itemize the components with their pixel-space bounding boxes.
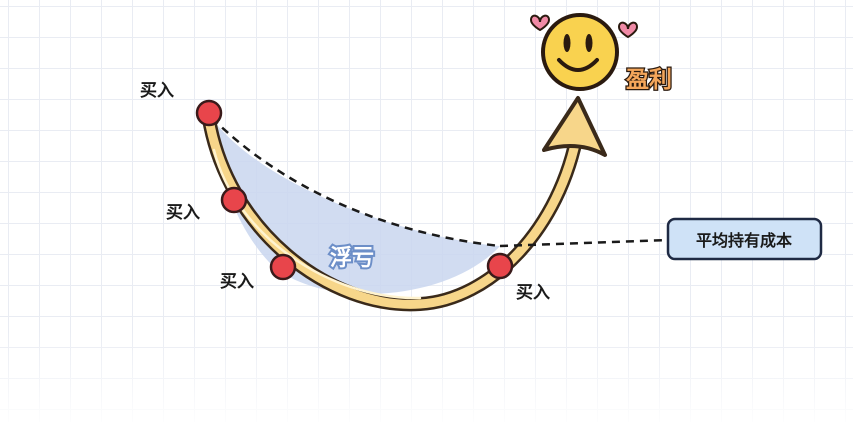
average-cost-label: 平均持有成本 — [696, 231, 792, 250]
profit-label: 盈利 — [625, 67, 672, 93]
heart-icon — [529, 14, 551, 32]
buy-point-4 — [486, 252, 514, 280]
average-cost-line — [499, 238, 669, 248]
smiley-face-icon — [541, 13, 619, 91]
average-cost-box — [666, 217, 823, 261]
buy-point-1 — [195, 99, 223, 127]
buy-label-2: 买入 — [166, 203, 200, 223]
buy-label-1: 买入 — [140, 81, 174, 101]
buy-label-3: 买入 — [220, 272, 254, 292]
buy-point-2 — [220, 186, 248, 214]
buy-label-4: 买入 — [516, 283, 550, 303]
heart-icon — [617, 21, 639, 39]
arrow-head-icon — [542, 96, 607, 157]
buy-point-3 — [269, 253, 297, 281]
floating-loss-label: 浮亏 — [330, 245, 374, 271]
